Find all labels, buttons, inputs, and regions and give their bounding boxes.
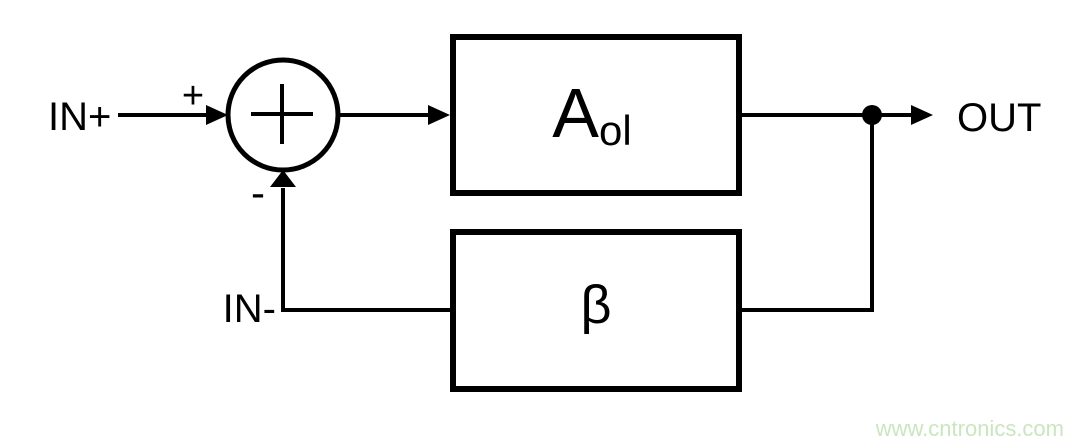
gain-block-label: Aol xyxy=(552,74,631,154)
feedback-block-label: β xyxy=(580,275,611,335)
sum-minus-sign: - xyxy=(251,169,265,216)
sum-plus-sign: + xyxy=(182,75,204,117)
arrowhead-feedback-into-summing-junction xyxy=(270,170,296,187)
watermark-text: www.cntronics.com xyxy=(875,416,1064,441)
input-pos-label: IN+ xyxy=(48,95,111,139)
input-neg-label: IN- xyxy=(223,287,276,331)
gain-block xyxy=(450,34,742,196)
wire-output-to-feedback-block xyxy=(739,115,874,312)
arrowhead-into-summing-junction xyxy=(206,105,228,125)
output-label: OUT xyxy=(957,96,1041,140)
arrowhead-into-gain-block xyxy=(428,105,450,125)
arrowhead-to-out xyxy=(911,105,933,125)
wire-feedback-to-sum xyxy=(281,188,453,312)
